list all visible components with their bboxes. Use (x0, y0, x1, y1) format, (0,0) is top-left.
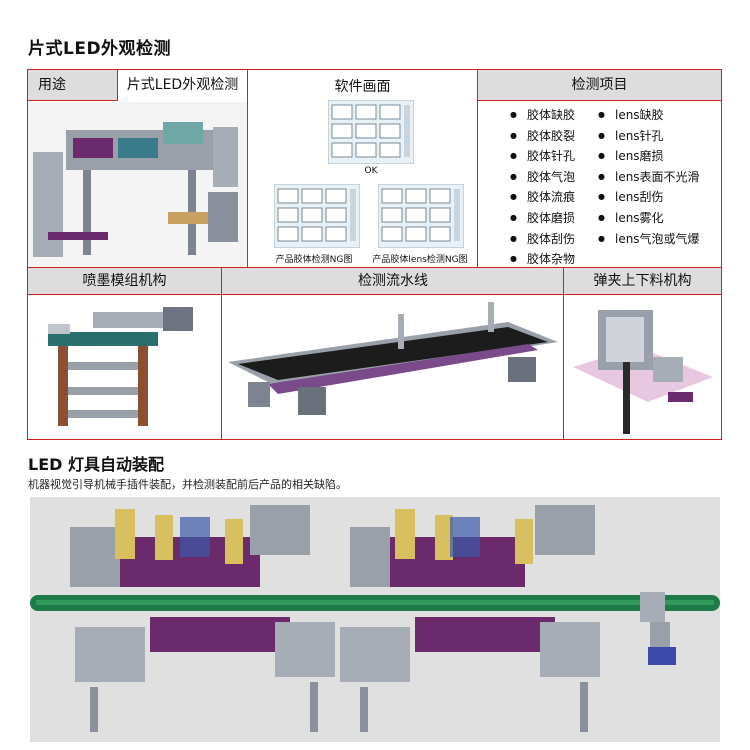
inkjet-module-image (48, 307, 193, 426)
inspection-item-lens: lens针孔 (598, 127, 700, 148)
inspection-item-lens: lens磨损 (598, 147, 700, 168)
inspection-item-lens: lens表面不光滑 (598, 168, 700, 189)
inspection-item-body: 胶体气泡 (510, 168, 575, 189)
software-ok-label: OK (364, 166, 378, 176)
led-inspection-panel: 用途 片式LED外观检测 软件画面 (27, 69, 722, 440)
inspection-line-cell: 检测流水线 (221, 267, 565, 440)
inspection-item-body: 胶体流痕 (510, 188, 575, 209)
inspection-line-image (228, 302, 558, 415)
inspection-item-lens: lens气泡或气爆 (598, 230, 700, 251)
inspection-item-body: 胶体刮伤 (510, 230, 575, 251)
inspection-item-body: 胶体杂物 (510, 250, 575, 267)
magazine-loader-title: 弹夹上下料机构 (564, 268, 721, 295)
section2-title: LED 灯具自动装配 (28, 455, 164, 474)
assembly-line-image (30, 497, 720, 742)
inkjet-module-title: 喷墨模组机构 (28, 268, 221, 295)
inkjet-module-cell: 喷墨模组机构 (27, 267, 222, 440)
software-cell: 软件画面 OK (247, 69, 478, 268)
inspection-item-body: 胶体胶裂 (510, 127, 575, 148)
usage-cell: 用途 片式LED外观检测 (27, 69, 248, 268)
software-title: 软件画面 (334, 79, 391, 95)
inspection-items-title: 检测项目 (478, 70, 721, 101)
inspection-item-body: 胶体缺胶 (510, 106, 575, 127)
inspection-item-body: 胶体针孔 (510, 147, 575, 168)
software-screenshot-ok (328, 100, 414, 164)
inspection-list-lens: lens缺胶lens针孔lens磨损lens表面不光滑lens刮伤lens雾化l… (598, 106, 700, 250)
inspection-list-body: 胶体缺胶胶体胶裂胶体针孔胶体气泡胶体流痕胶体磨损胶体刮伤胶体杂物 (510, 106, 575, 267)
inspection-item-lens: lens雾化 (598, 209, 700, 230)
section2-description: 机器视觉引导机械手插件装配，并检测装配前后产品的相关缺陷。 (28, 478, 347, 491)
software-screenshot-ng-body (274, 184, 360, 248)
inspection-machine-image (28, 102, 247, 267)
software-ng-label-lens: 产品胶体lens检测NG图 (372, 255, 468, 265)
inspection-item-lens: lens缺胶 (598, 106, 700, 127)
software-screenshot-ng-lens (378, 184, 464, 248)
inspection-items-cell: 检测项目 胶体缺胶胶体胶裂胶体针孔胶体气泡胶体流痕胶体磨损胶体刮伤胶体杂物 le… (477, 69, 722, 268)
inspection-line-title: 检测流水线 (222, 268, 564, 295)
inspection-item-lens: lens刮伤 (598, 188, 700, 209)
section1-title: 片式LED外观检测 (28, 39, 172, 59)
magazine-loader-image (573, 310, 713, 434)
magazine-loader-cell: 弹夹上下料机构 (563, 267, 722, 440)
software-ng-label-body: 产品胶体检测NG图 (275, 255, 353, 265)
inspection-item-body: 胶体磨损 (510, 209, 575, 230)
usage-value: 片式LED外观检测 (126, 77, 239, 93)
usage-label: 用途 (28, 70, 118, 101)
